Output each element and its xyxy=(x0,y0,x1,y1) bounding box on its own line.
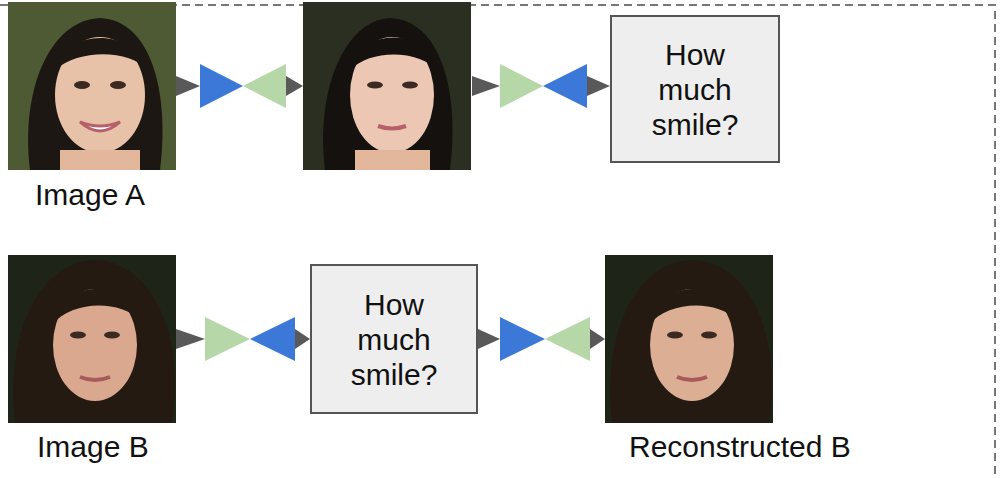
box-text: How much smile? xyxy=(640,37,750,142)
image-caption: Image B xyxy=(37,430,149,464)
face-image xyxy=(605,255,773,423)
image-caption: Image A xyxy=(35,178,145,212)
image-caption: Reconstructed B xyxy=(629,430,851,464)
face-image xyxy=(8,255,176,423)
network-symbol xyxy=(478,317,605,361)
process-box: How much smile? xyxy=(310,264,478,414)
network-symbol xyxy=(176,317,310,361)
network-symbol xyxy=(176,64,303,108)
box-text: How much smile? xyxy=(339,287,449,392)
face-image xyxy=(303,2,471,170)
dashed-frame xyxy=(0,5,995,478)
process-box: How much smile? xyxy=(610,15,780,163)
network-symbol xyxy=(472,64,610,108)
face-image xyxy=(8,2,176,170)
